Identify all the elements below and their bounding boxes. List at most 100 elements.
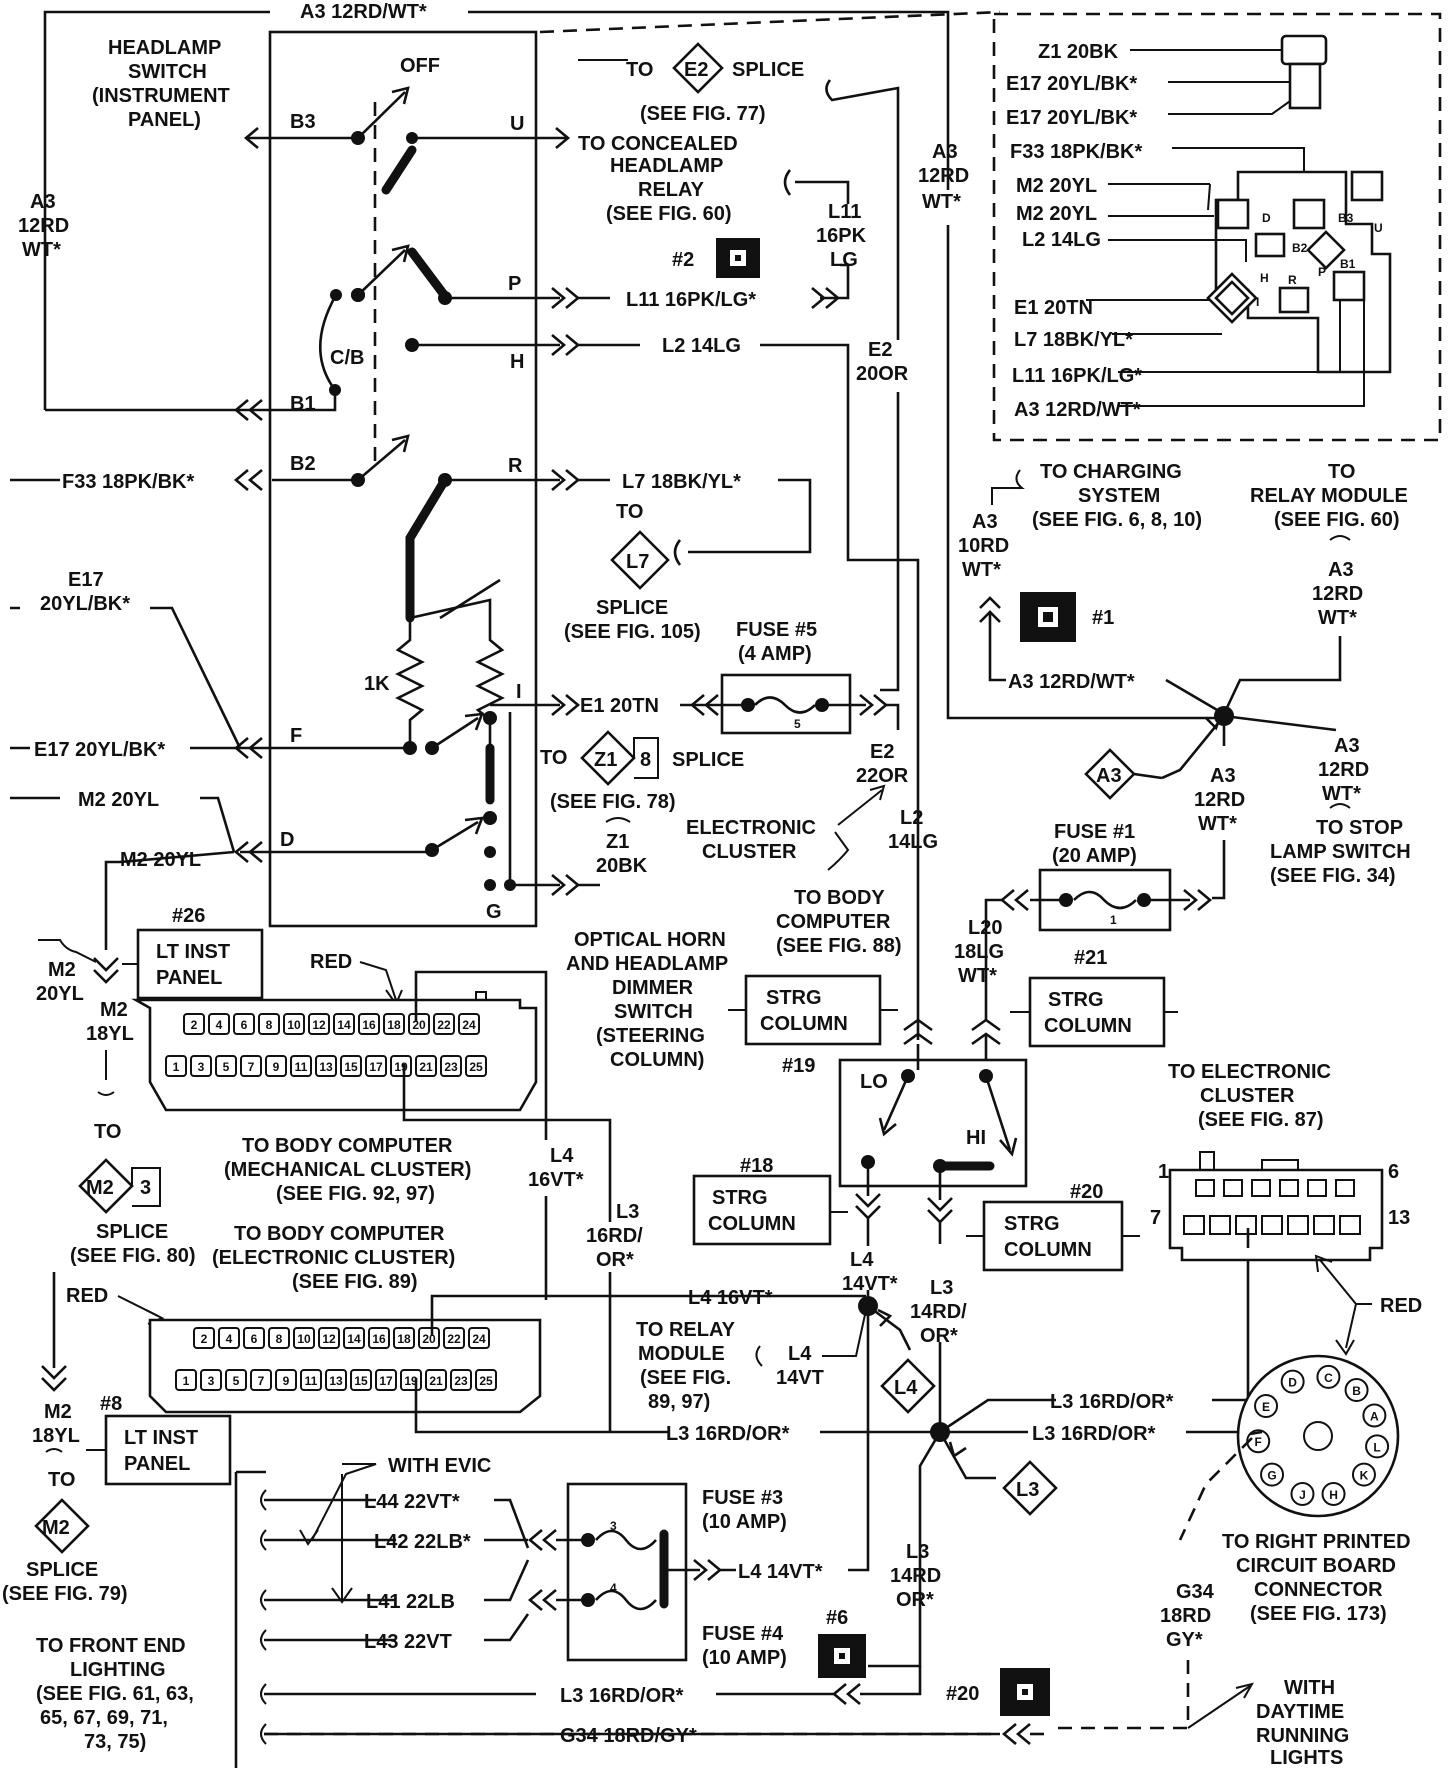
connector-pin: [415, 1055, 437, 1077]
to-concealed-1: TO CONCEALED: [578, 133, 738, 155]
to-pcb-2: CIRCUIT BOARD: [1236, 1555, 1396, 1577]
connector-pin-label: 8: [266, 1018, 273, 1032]
inset-pin-d: D: [1262, 211, 1271, 225]
pcb-pin-label: L: [1373, 1440, 1380, 1454]
to-ec-1: TO ELECTRONIC: [1168, 1061, 1331, 1083]
connector-pin-label: 17: [379, 1374, 393, 1388]
to-relay60-3: (SEE FIG. 60): [1274, 509, 1400, 531]
l2-wire: L2 14LG: [662, 335, 741, 357]
g34-bottom: G34 18RD/GY*: [560, 1725, 697, 1747]
l2-14lg-1: L2: [900, 807, 923, 829]
to-relay89-1: TO RELAY: [636, 1319, 736, 1341]
conn1-label: #1: [1092, 607, 1114, 629]
ec-pin-box: [1195, 1179, 1215, 1197]
pcb-pin: [1362, 1403, 1387, 1428]
optical-horn-5: (STEERING: [596, 1025, 705, 1047]
drl-3: RUNNING: [1256, 1725, 1349, 1747]
e2-22or-1: E2: [870, 741, 894, 763]
pin-1k: 1K: [364, 673, 390, 695]
pin-p: P: [508, 273, 521, 295]
inset-pin-i: I: [1256, 295, 1259, 309]
m2-diamond: [78, 1158, 134, 1214]
connector-pin: [293, 1327, 315, 1349]
l4-14vt-b-1: L4: [788, 1343, 812, 1365]
connector-pin: [475, 1369, 497, 1391]
connector-pin: [183, 1013, 205, 1035]
inset-pin-b3: B3: [1338, 211, 1354, 225]
l4-14vt-b-2: 14VT: [776, 1367, 824, 1389]
connector-pin-label: 9: [283, 1374, 290, 1388]
pcb-pin-label: K: [1360, 1469, 1369, 1483]
connector-pin: [393, 1327, 415, 1349]
lt26-1: LT INST: [156, 941, 230, 963]
pcb-pin-label: E: [1262, 1400, 1270, 1414]
l7-diamond-label: L7: [626, 551, 649, 573]
headlamp-switch-label-3: (INSTRUMENT: [92, 85, 230, 107]
l7-to: TO: [616, 501, 643, 523]
l4-14vt-1: L4: [850, 1249, 874, 1271]
optical-horn-3: DIMMER: [612, 977, 694, 999]
g34-v-1: G34: [1176, 1581, 1215, 1603]
connector-pin-label: 18: [397, 1332, 411, 1346]
inset-l11: L11 16PK/LG*: [1012, 365, 1142, 387]
l3-14rd-1: L3: [930, 1277, 953, 1299]
pin-cb: C/B: [330, 347, 364, 369]
pcb-pin-label: D: [1288, 1376, 1297, 1390]
connector-pin-label: 13: [329, 1374, 343, 1388]
ec-pin-box: [1339, 1215, 1361, 1235]
ec-pin-13: 13: [1388, 1207, 1410, 1229]
ec-pin-box: [1335, 1179, 1355, 1197]
conn6-label: #6: [826, 1607, 848, 1629]
to-pcb-4: (SEE FIG. 173): [1250, 1603, 1387, 1625]
ec-pin-7: 7: [1150, 1207, 1161, 1229]
see-fig78: (SEE FIG. 78): [550, 791, 676, 813]
connector-pin: [233, 1013, 255, 1035]
connector-pin-label: 23: [444, 1060, 458, 1074]
connector-pin: [440, 1055, 462, 1077]
pcb-pin-label: A: [1370, 1409, 1379, 1423]
z1-to: TO: [540, 747, 567, 769]
ec-pin-box: [1279, 1179, 1299, 1197]
e2-20or-1: E2: [868, 339, 892, 361]
a3-left-1: A3: [30, 191, 56, 213]
to-body-88-2: COMPUTER: [776, 911, 891, 933]
conn26-label: #26: [172, 905, 205, 927]
connector-pin: [318, 1327, 340, 1349]
connector-pin: [315, 1055, 337, 1077]
headlamp-switch-label-1: HEADLAMP: [108, 37, 221, 59]
connector-pin-label: 2: [191, 1018, 198, 1032]
connector-pin-label: 16: [362, 1018, 376, 1032]
connector-pin: [465, 1055, 487, 1077]
a3-fuse1-3: WT*: [1198, 813, 1237, 835]
l3-16rdor-label-2: L3 16RD/OR*: [1050, 1391, 1174, 1413]
a3-stop-1: A3: [1334, 735, 1360, 757]
connector-pin-label: 16: [372, 1332, 386, 1346]
fuse3-num: 3: [610, 1519, 617, 1533]
front-end-4: 65, 67, 69, 71,: [40, 1707, 168, 1729]
l4-16vt-v-1: L4: [550, 1145, 574, 1167]
m2-18yl-1: M2: [100, 999, 128, 1021]
inset-z1: Z1 20BK: [1038, 41, 1119, 63]
electronic-cluster-pins: [1183, 1179, 1361, 1235]
connector-pin-label: 10: [297, 1332, 311, 1346]
l3-14rd-3: OR*: [920, 1325, 958, 1347]
connector-pin: [350, 1369, 372, 1391]
connector-pin-label: 20: [422, 1332, 436, 1346]
splice-fig80-2: (SEE FIG. 80): [70, 1245, 196, 1267]
connector-pin: [265, 1055, 287, 1077]
connector-pin: [283, 1013, 305, 1035]
pin-d: D: [280, 829, 294, 851]
to-relay60-2: RELAY MODULE: [1250, 485, 1408, 507]
connector-pin-label: 17: [369, 1060, 383, 1074]
pcb-pin: [1280, 1369, 1305, 1394]
l3-14rd-2: 14RD/: [910, 1301, 967, 1323]
connector-pin-label: 23: [454, 1374, 468, 1388]
l3-16rdor-label-3: L3 16RD/OR*: [1032, 1423, 1156, 1445]
inset-e17a: E17 20YL/BK*: [1006, 73, 1137, 95]
front-end-3: (SEE FIG. 61, 63,: [36, 1683, 194, 1705]
connector-pin-label: 6: [251, 1332, 258, 1346]
l3-16rd-v-3: OR*: [596, 1249, 634, 1271]
connector-pin-label: 20: [412, 1018, 426, 1032]
